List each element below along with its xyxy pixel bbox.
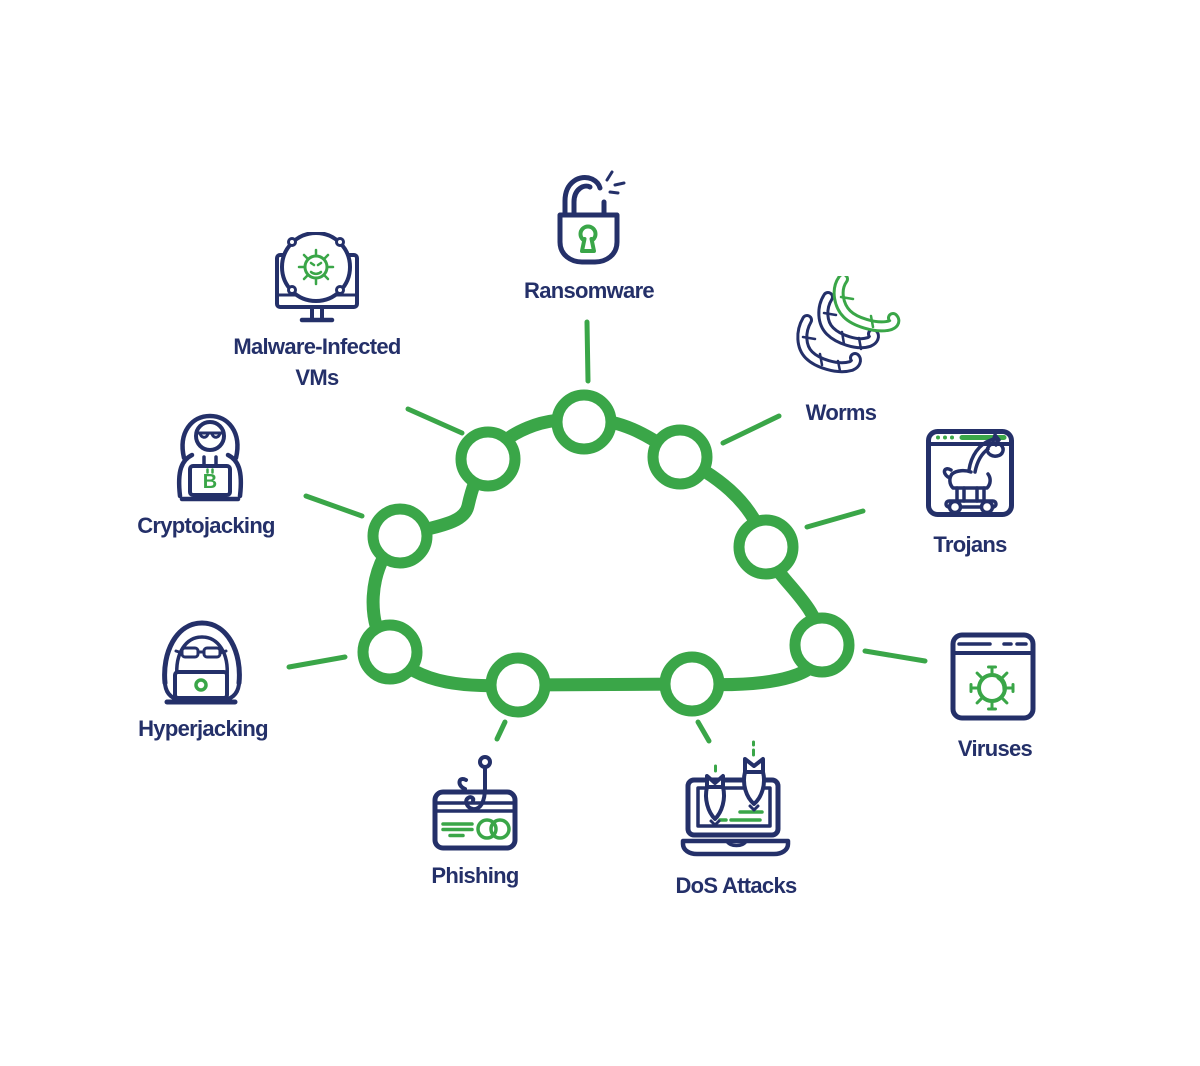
- connector-phishing: [494, 719, 508, 742]
- connector-worms: [720, 413, 782, 446]
- cloud-node: [659, 651, 725, 717]
- fish-hook: [457, 755, 492, 812]
- connector-cryptojacking: [303, 493, 365, 519]
- card-logo-circles: [476, 818, 511, 840]
- broken-padlock-icon: [548, 168, 628, 272]
- keyhole: [578, 224, 598, 253]
- threat-label-malware-vms: Malware-Infected VMs: [233, 334, 401, 390]
- threat-label-viruses: Viruses: [957, 736, 1033, 761]
- threat-label-hyperjacking: Hyperjacking: [138, 716, 268, 741]
- bomb: [742, 740, 766, 812]
- bitcoin-symbol: B: [203, 468, 217, 493]
- connector-malware-vms: [405, 406, 465, 436]
- card-text-lines: [441, 822, 474, 838]
- infected-monitor-icon: [275, 231, 359, 324]
- hooded-hacker-laptop-icon: [158, 615, 246, 707]
- worm-navy-lower: [796, 314, 862, 374]
- threat-label-ransomware: Ransomware: [524, 278, 655, 303]
- cloud-node: [551, 389, 617, 455]
- bombed-laptop-icon: [680, 738, 795, 858]
- threat-label-trojans: Trojans: [933, 532, 1007, 557]
- cloud-node: [733, 514, 799, 580]
- cloud-node: [485, 652, 551, 718]
- virus: [969, 665, 1015, 711]
- threat-label-cryptojacking: Cryptojacking: [137, 513, 275, 538]
- cloud-nodes: [357, 389, 855, 718]
- connector-lines: [286, 319, 928, 744]
- threat-label-dos-attacks: DoS Attacks: [675, 873, 797, 898]
- bomb: [704, 764, 726, 827]
- shades: [196, 431, 224, 439]
- trojan-horse-browser-icon: [925, 428, 1015, 518]
- connector-ransomware: [584, 319, 591, 384]
- virus-browser-icon: [950, 632, 1036, 722]
- virus-face: [297, 248, 335, 286]
- glasses: [174, 646, 228, 659]
- worm-green: [832, 273, 901, 333]
- cloud-node: [789, 612, 855, 678]
- connector-hyperjacking: [286, 654, 348, 670]
- worms-icon: [795, 273, 905, 386]
- hooked-credit-card-icon: [430, 748, 518, 852]
- worm-navy-middle: [817, 291, 880, 351]
- crack-sparks: [605, 170, 626, 195]
- connector-dos-attacks: [695, 719, 712, 744]
- svg-text:B: B: [203, 471, 217, 493]
- connector-viruses: [862, 648, 928, 664]
- cloud-node: [455, 426, 521, 492]
- trojan-horse: [942, 433, 1005, 515]
- laptop-dot: [194, 678, 208, 692]
- threat-label-phishing: Phishing: [431, 863, 519, 888]
- threat-label-worms: Worms: [805, 400, 877, 425]
- browser-dots: [936, 435, 954, 440]
- cloud-node: [367, 503, 433, 569]
- satellite-dots: [287, 237, 345, 295]
- hacker-bitcoin-laptop-icon: B: [170, 410, 250, 505]
- connector-trojans: [804, 508, 866, 530]
- cloud-node: [647, 424, 713, 490]
- screen-code-lines: [718, 810, 764, 822]
- cloud-node: [357, 619, 423, 685]
